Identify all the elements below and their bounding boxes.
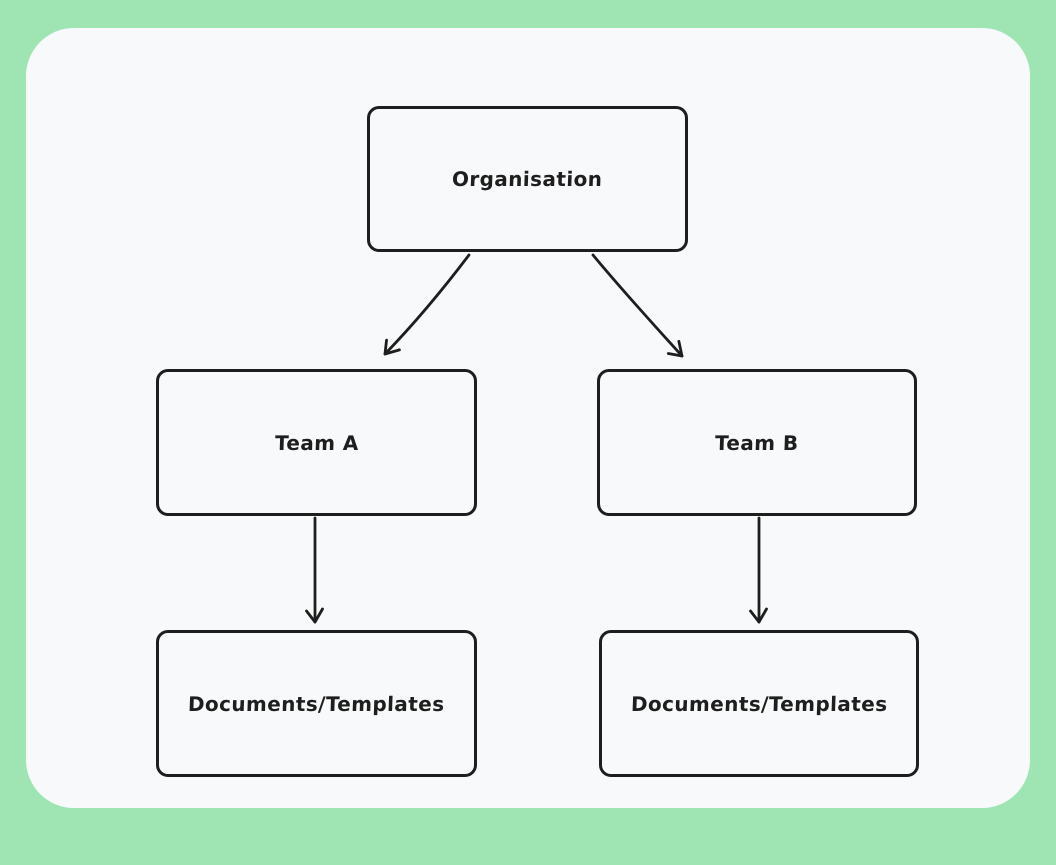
edges-layer [305,253,768,624]
edge-organisation-to-team-a[interactable] [383,253,471,356]
page: { "diagram": { "type": "flowchart", "sty… [26,28,1030,808]
node-team-b[interactable]: Team B [597,369,917,516]
node-organisation[interactable]: Organisation [367,106,688,252]
diagram-canvas: Organisation Team A Team B Documents/Tem… [26,28,1030,808]
node-team-a-label: Team A [274,430,359,455]
node-documents-templates-b[interactable]: Documents/Templates [599,630,919,777]
node-team-b-label: Team B [714,430,800,455]
node-team-a[interactable]: Team A [156,369,477,516]
edge-organisation-to-team-b[interactable] [591,253,684,358]
node-organisation-label: Organisation [451,167,604,191]
node-documents-templates-a[interactable]: Documents/Templates [156,630,477,777]
node-documents-templates-b-label: Documents/Templates [630,691,888,716]
node-documents-templates-a-label: Documents/Templates [187,691,446,716]
